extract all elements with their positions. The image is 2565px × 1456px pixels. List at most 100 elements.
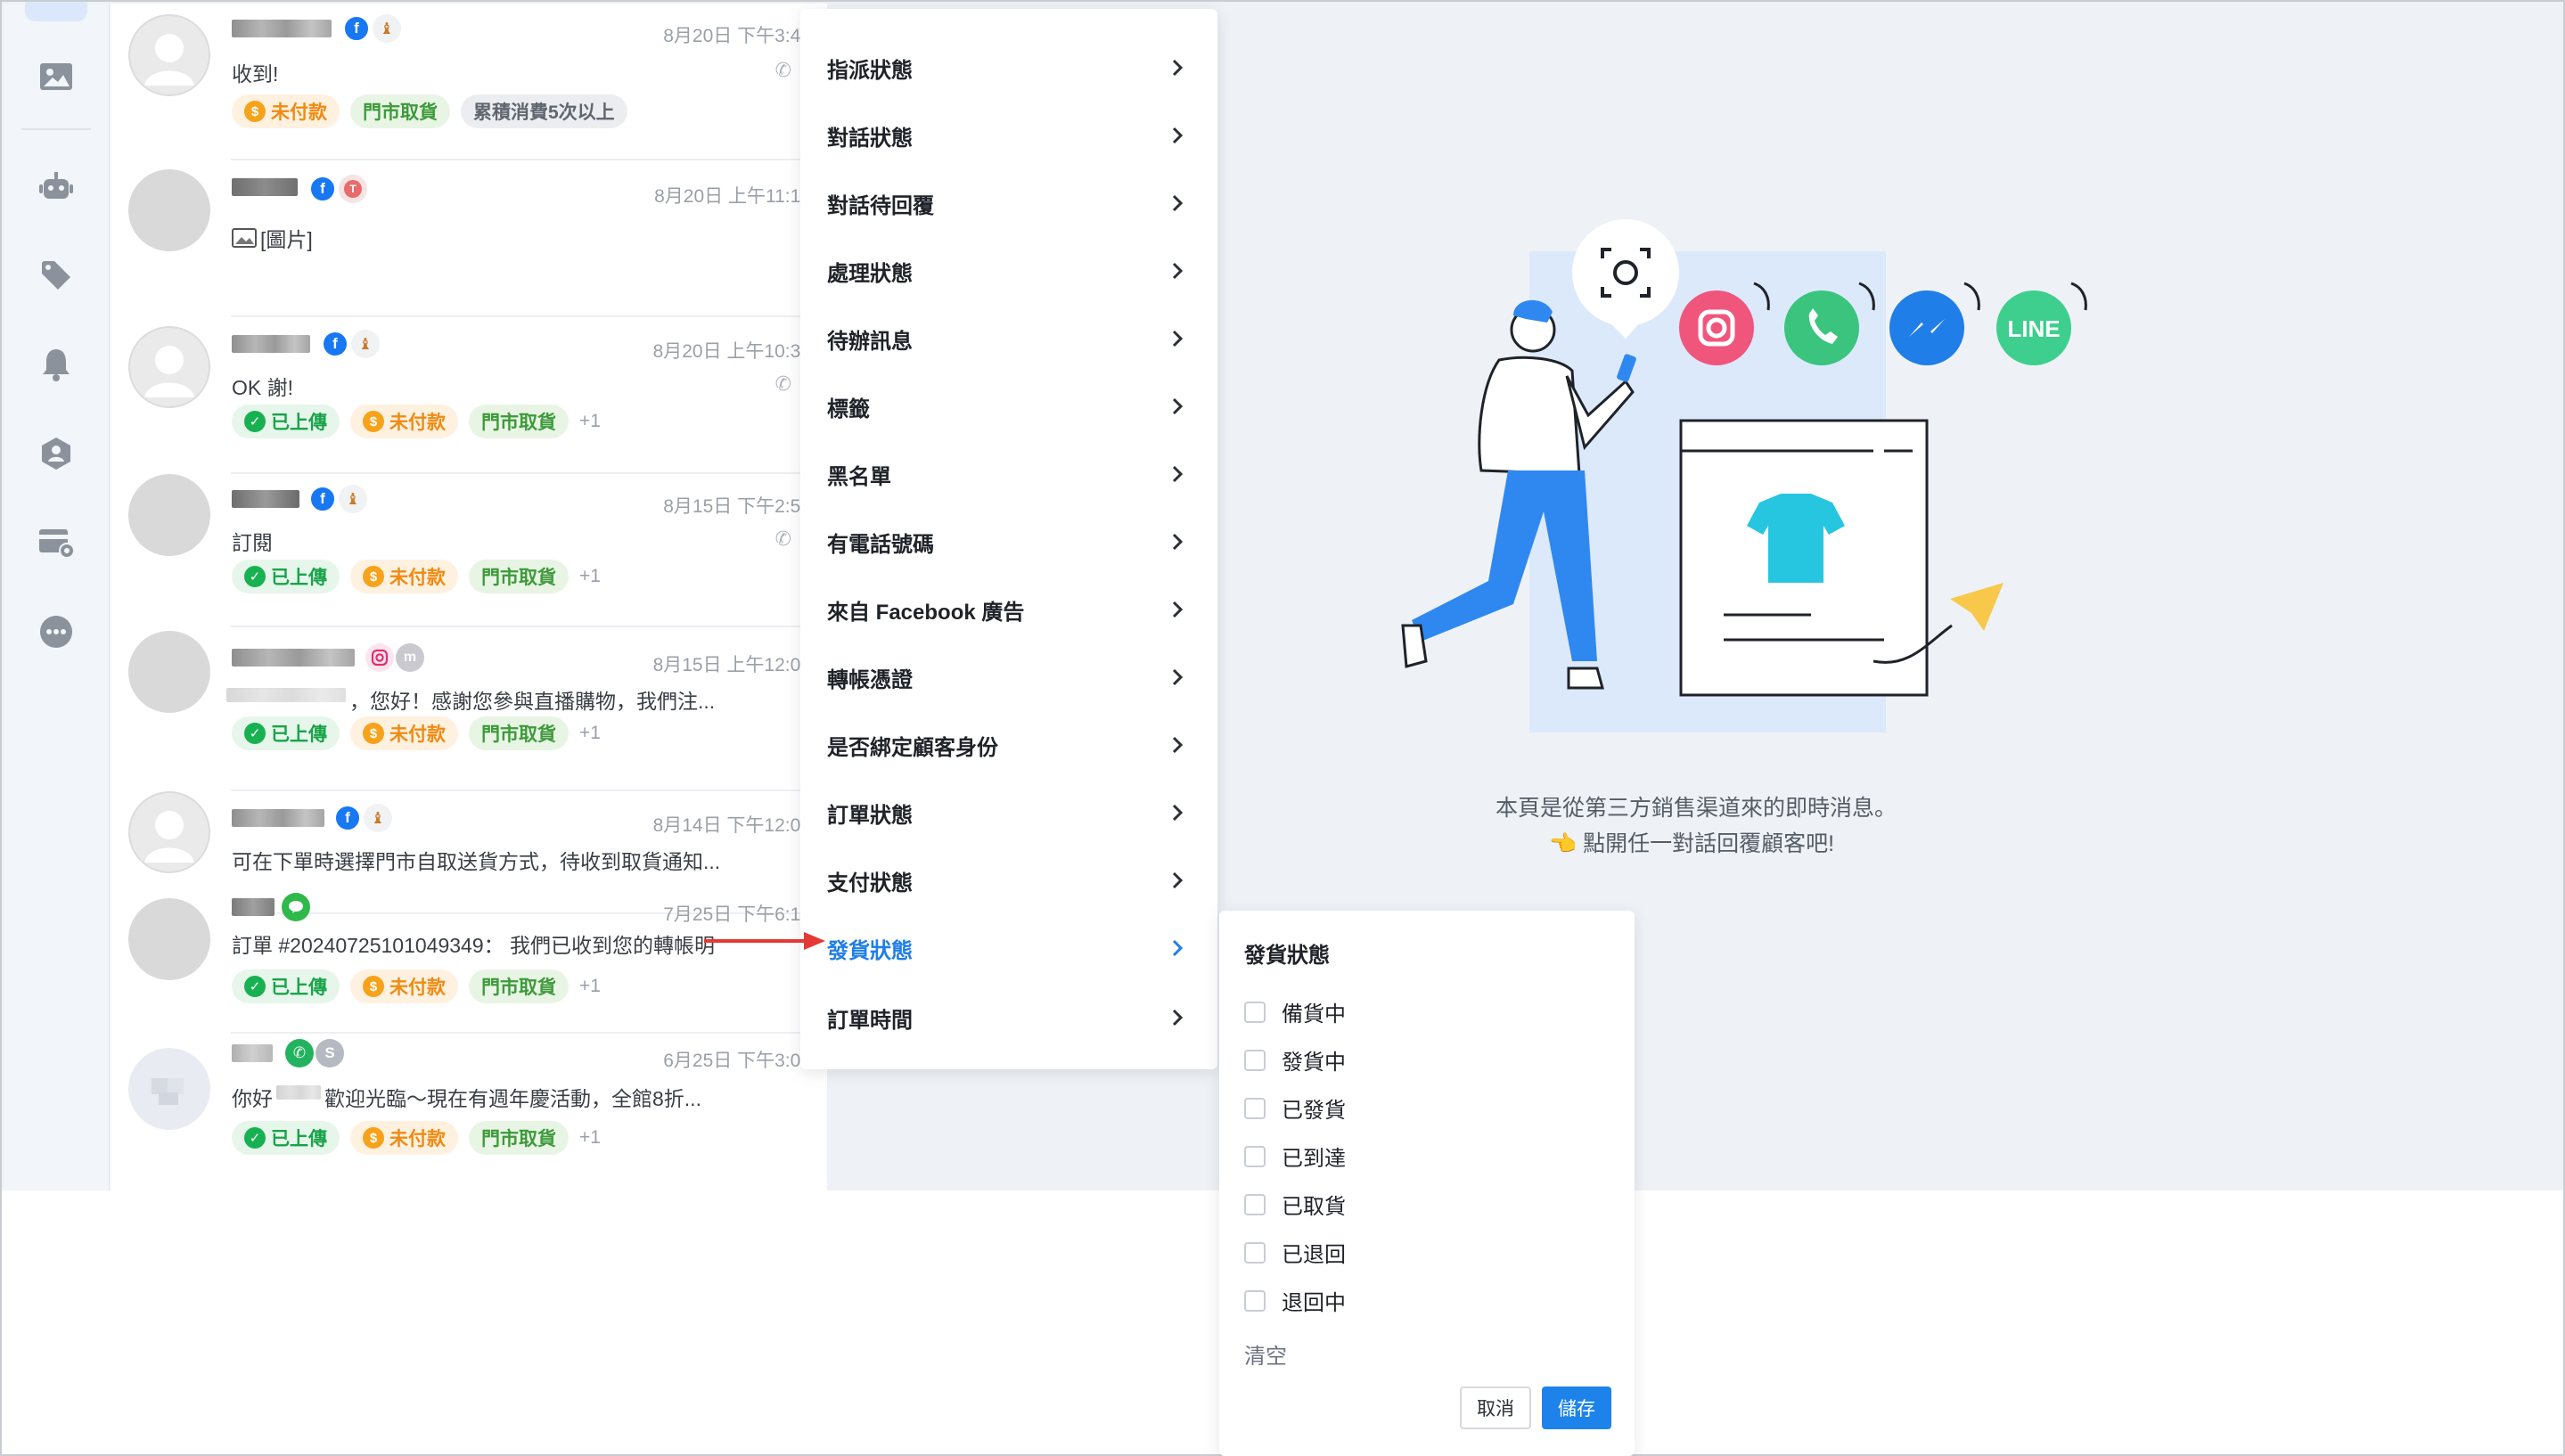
checkbox[interactable]	[1244, 1097, 1266, 1119]
more-tags-count[interactable]: +1	[579, 411, 601, 431]
dollar-icon: $	[363, 566, 384, 587]
contact-name-redacted	[276, 1085, 321, 1100]
check-icon: ✓	[244, 976, 266, 997]
empty-state-hint-text: 點開任一對話回覆顧客吧!	[1583, 831, 1835, 856]
shop-tag-icon: ♝	[373, 14, 401, 43]
channel-icons: f ♝	[342, 14, 401, 43]
save-button[interactable]: 儲存	[1542, 1386, 1611, 1429]
menu-item-shipping-status[interactable]: 發貨狀態	[800, 921, 1217, 975]
chevron-right-icon	[1172, 127, 1184, 144]
avatar	[128, 169, 210, 251]
pointing-hand-icon: 👈	[1549, 831, 1578, 856]
sidebar-active-indicator[interactable]	[25, 2, 87, 21]
tag-uploaded: ✓已上傳	[232, 560, 340, 593]
menu-item-has-phone[interactable]: 有電話號碼	[800, 515, 1217, 568]
conversation-item[interactable]: f ♝ 8月20日 下午3:48 收到! ✆ $未付款 門市取貨 累積消費5次以…	[111, 4, 827, 160]
bot-icon[interactable]	[34, 164, 78, 209]
option-returned[interactable]: 已退回	[1244, 1237, 1346, 1268]
option-arrived[interactable]: 已到達	[1244, 1141, 1346, 1172]
option-shipped[interactable]: 已發貨	[1244, 1092, 1346, 1124]
image-icon[interactable]	[34, 55, 78, 100]
chevron-right-icon	[1172, 1009, 1184, 1027]
tag-store-pickup: 門市取貨	[469, 969, 569, 1003]
tag-store-pickup: 門市取貨	[469, 1121, 569, 1155]
facebook-icon: f	[333, 804, 362, 832]
menu-item-payment-status[interactable]: 支付狀態	[800, 854, 1217, 907]
menu-item-processing-status[interactable]: 處理狀態	[800, 244, 1217, 298]
conversation-item[interactable]: m 8月15日 上午12:00 ，您好！感謝您參與直播購物，我們注... ✓已上…	[111, 631, 827, 791]
conversation-item[interactable]: f ♝ 8月20日 上午10:35 OK 謝! ✆ ✓已上傳 $未付款 門市取貨…	[111, 317, 827, 474]
submenu-title: 發貨狀態	[1244, 944, 1330, 968]
card-settings-icon[interactable]	[34, 520, 78, 565]
image-icon	[232, 228, 257, 248]
menu-item-customer-binding[interactable]: 是否綁定顧客身份	[800, 718, 1217, 772]
clear-button[interactable]: 清空	[1244, 1345, 1287, 1369]
tag-uploaded: ✓已上傳	[232, 1121, 340, 1155]
checkbox[interactable]	[1244, 1049, 1266, 1071]
avatar	[128, 474, 210, 556]
conversation-item[interactable]: f T 8月20日 上午11:17 [圖片]	[111, 160, 827, 317]
empty-state-illustration: LINE	[1401, 219, 2087, 732]
chevron-right-icon	[1172, 939, 1184, 957]
divider	[231, 626, 827, 627]
more-tags-count[interactable]: +1	[579, 566, 601, 586]
tag-store-pickup: 門市取貨	[350, 94, 450, 128]
tag-store-pickup: 門市取貨	[469, 716, 569, 750]
tag-store-pickup: 門市取貨	[469, 405, 569, 438]
checkbox[interactable]	[1244, 1289, 1266, 1312]
channel-icons: f ♝	[308, 485, 367, 513]
conversation-tags: ✓已上傳 $未付款 門市取貨 +1	[232, 405, 601, 438]
menu-item-order-time[interactable]: 訂單時間	[800, 991, 1217, 1044]
checkbox[interactable]	[1244, 1001, 1266, 1023]
empty-state-caption: 本頁是從第三方銷售渠道來的即時消息。	[1496, 796, 1897, 821]
option-returning[interactable]: 退回中	[1244, 1285, 1346, 1316]
more-tags-count[interactable]: +1	[579, 723, 601, 743]
menu-item-blacklist[interactable]: 黑名單	[800, 447, 1217, 501]
s-channel-icon: S	[316, 1039, 344, 1067]
conversation-tags: ✓已上傳 $未付款 門市取貨 +1	[232, 969, 601, 1003]
menu-item-todo-messages[interactable]: 待辦訊息	[800, 312, 1217, 365]
checkbox[interactable]	[1244, 1241, 1266, 1264]
divider	[231, 789, 827, 791]
cancel-button[interactable]: 取消	[1460, 1386, 1531, 1429]
filter-menu: 指派狀態 對話狀態 對話待回覆 處理狀態 待辦訊息 標籤 黑名單 有電話號碼 來…	[800, 9, 1217, 1069]
contact-icon[interactable]	[34, 431, 78, 476]
option-preparing[interactable]: 備貨中	[1244, 996, 1346, 1027]
sidebar	[4, 2, 110, 1190]
conversation-time: 7月25日 下午6:12	[663, 904, 811, 925]
more-tags-count[interactable]: +1	[579, 1127, 601, 1148]
menu-item-from-facebook-ads[interactable]: 來自 Facebook 廣告	[800, 583, 1217, 636]
option-shipping[interactable]: 發貨中	[1244, 1044, 1346, 1076]
empty-state-hint: 👈 點開任一對話回覆顧客吧!	[1549, 826, 1834, 858]
contact-name-redacted	[232, 335, 310, 353]
conversation-tags: ✓已上傳 $未付款 門市取貨 +1	[232, 716, 601, 750]
conversation-item[interactable]: f ♝ 8月15日 下午2:50 訂閱 ✆ ✓已上傳 $未付款 門市取貨 +1	[111, 474, 827, 631]
contact-name-redacted	[232, 1044, 273, 1062]
menu-item-transfer-proof[interactable]: 轉帳憑證	[800, 650, 1217, 704]
tag-store-pickup: 門市取貨	[469, 560, 569, 593]
conversation-item[interactable]: 7月25日 下午6:12 訂單 #20240725101049349： 我們已收…	[111, 893, 827, 1055]
conversation-time: 8月20日 下午3:48	[663, 26, 811, 46]
conversation-message: 可在下單時選擇門市自取送貨方式，待收到取貨通知...	[232, 850, 721, 873]
checkbox[interactable]	[1244, 1145, 1266, 1167]
bell-icon[interactable]	[34, 342, 78, 387]
tag-icon[interactable]	[34, 253, 78, 298]
menu-item-assign-status[interactable]: 指派狀態	[800, 41, 1217, 94]
chevron-right-icon	[1172, 262, 1184, 280]
menu-item-conversation-status[interactable]: 對話狀態	[800, 109, 1217, 162]
conversation-item[interactable]: ✆ S 6月25日 下午3:01 你好 歡迎光臨～現在有週年慶活動，全館8折..…	[111, 1039, 827, 1190]
menu-item-tags[interactable]: 標籤	[800, 380, 1217, 433]
shop-tag-icon: ♝	[339, 485, 367, 513]
conversation-message: 訂單 #20240725101049349： 我們已收到您的轉帳明	[232, 934, 716, 957]
checkbox[interactable]	[1244, 1193, 1266, 1215]
option-picked-up[interactable]: 已取貨	[1244, 1189, 1346, 1220]
chevron-right-icon	[1172, 330, 1184, 348]
divider	[231, 159, 827, 160]
more-tags-count[interactable]: +1	[579, 976, 601, 996]
menu-item-awaiting-reply[interactable]: 對話待回覆	[800, 176, 1217, 230]
menu-item-order-status[interactable]: 訂單狀態	[800, 786, 1217, 839]
more-icon[interactable]	[34, 609, 78, 654]
avatar	[128, 326, 210, 408]
tag-unpaid: $未付款	[350, 405, 458, 438]
conversation-item[interactable]: f ♝ 8月14日 下午12:08 可在下單時選擇門市自取送貨方式，待收到取貨通…	[111, 791, 827, 948]
